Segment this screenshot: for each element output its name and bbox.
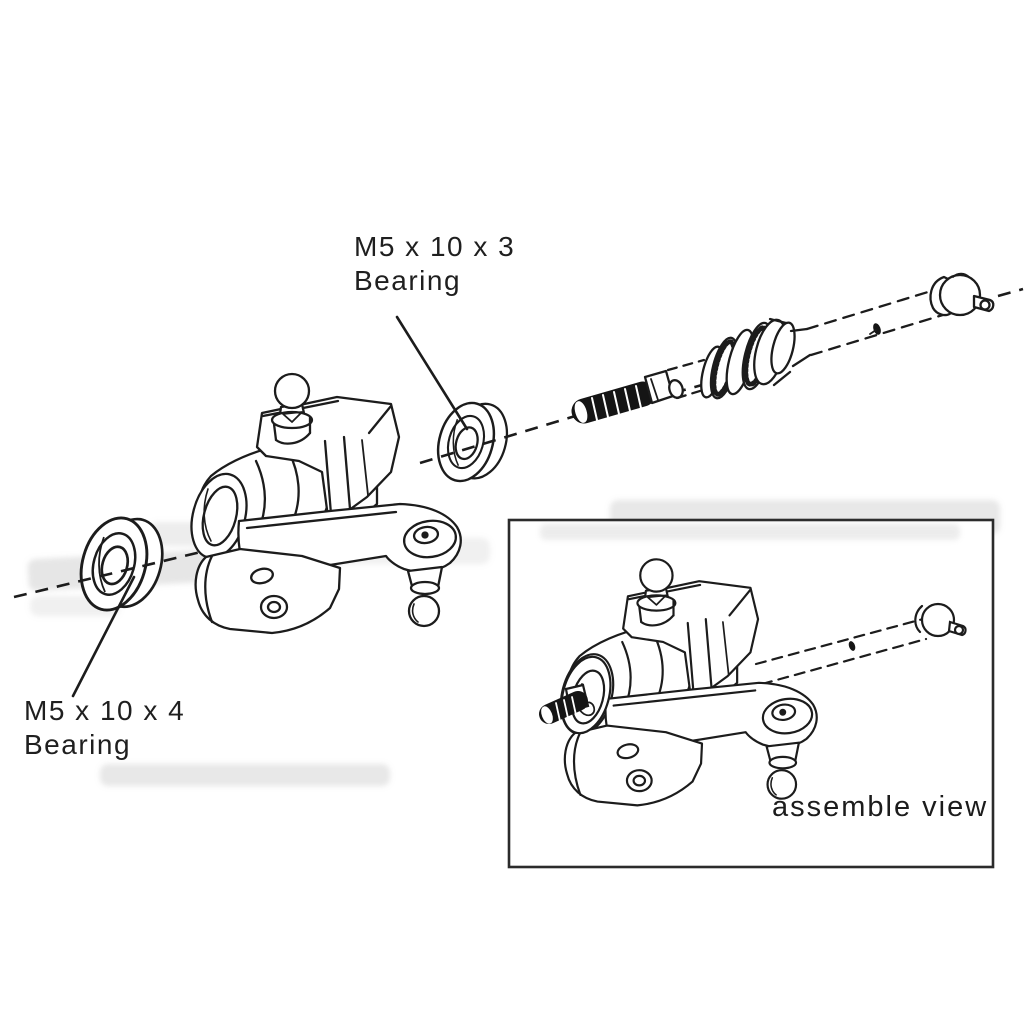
leader-line-bearing-left bbox=[71, 575, 136, 698]
leader-line-bearing-top bbox=[395, 315, 469, 431]
label-bearing-m5x10x4-word: Bearing bbox=[24, 729, 132, 760]
label-bearing-m5x10x4: M5 x 10 x 4 Bearing bbox=[24, 694, 185, 762]
label-bearing-m5x10x3-size: M5 x 10 x 3 bbox=[354, 231, 516, 262]
label-bearing-m5x10x4-size: M5 x 10 x 4 bbox=[24, 695, 186, 726]
watermark-ghost bbox=[540, 524, 960, 540]
label-bearing-m5x10x3-word: Bearing bbox=[354, 265, 462, 296]
assemble-view-inset bbox=[507, 518, 995, 869]
bearing-m5x10x3-drawing bbox=[428, 395, 517, 489]
steering-knuckle-drawing bbox=[181, 372, 462, 635]
drive-shaft-drawing bbox=[571, 272, 995, 424]
inset-caption: assemble view bbox=[772, 791, 989, 823]
label-bearing-m5x10x3: M5 x 10 x 3 Bearing bbox=[354, 230, 515, 298]
